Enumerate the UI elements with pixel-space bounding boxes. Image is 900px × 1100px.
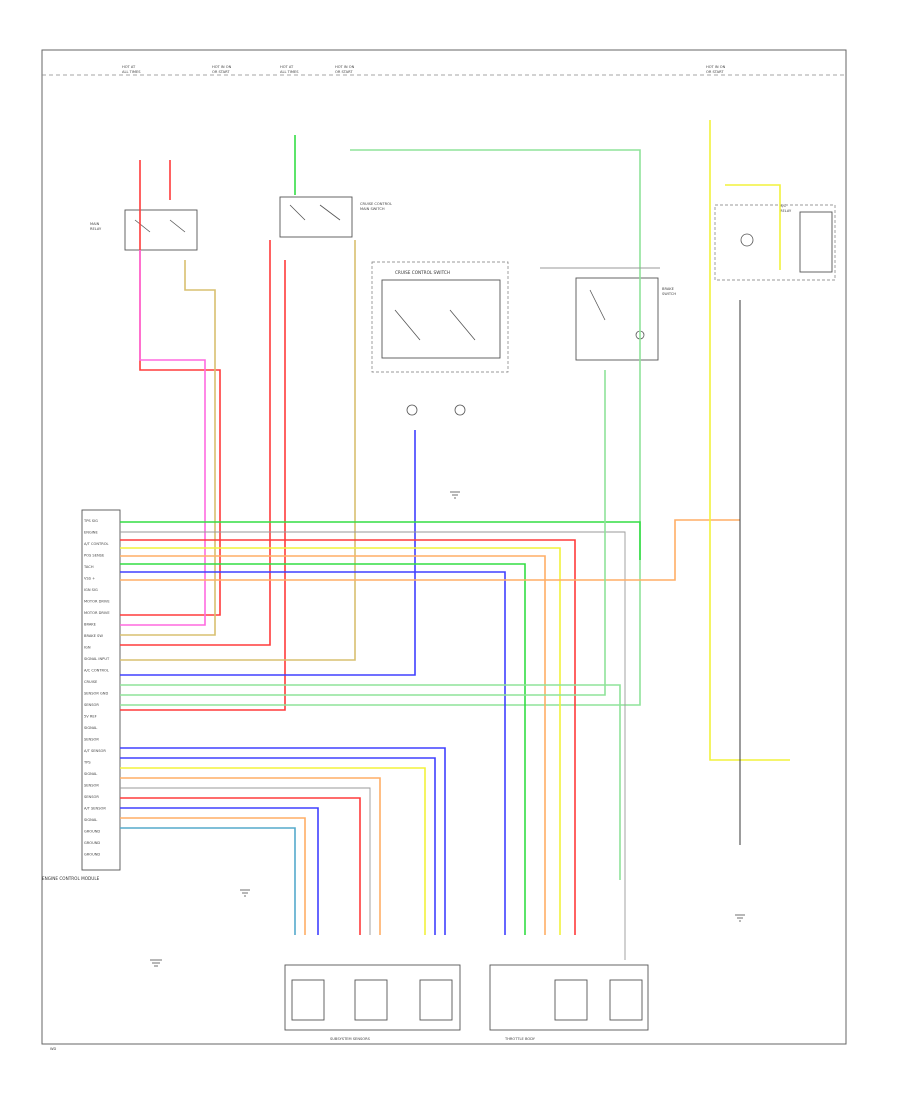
wire-orange [120, 519, 740, 581]
ecm-pin-label: SENSOR [84, 795, 99, 799]
wire-tan [120, 240, 356, 661]
cruise-relay: CRUISE CONTROL MAIN SWITCH [279, 196, 392, 238]
wire-orange [120, 817, 306, 935]
ecm-pin-label: 5V REF [84, 715, 97, 719]
ecm-pin-label: POS SENSE [84, 554, 105, 558]
wire-blue [120, 747, 446, 935]
ecm-pin-label: SIGNAL [84, 726, 97, 730]
ecm-title: ENGINE CONTROL MODULE [42, 876, 100, 881]
ecm-pin-label: ENGINE [84, 531, 98, 535]
ecm-pin-labels: TPS SIG ENGINE A/T CONTROL POS SENSE TACH VSS… [83, 519, 110, 857]
cruise-switch-title: CRUISE CONTROL SWITCH [395, 270, 450, 275]
svg-text:MAIN: MAIN [90, 222, 100, 226]
ecm-pin-label: SIGNAL [84, 772, 97, 776]
ecm-pin-label: SENSOR [84, 738, 99, 742]
ecm-pin-label: TPS SIG [83, 519, 98, 523]
cruise-control-switch: CRUISE CONTROL SWITCH [371, 261, 509, 416]
svg-text:HOT AT: HOT AT [280, 65, 294, 69]
ecm-pin-label: VSS + [84, 577, 95, 581]
ecm-pin-label: IGN [84, 646, 91, 650]
svg-text:HOT IN ON: HOT IN ON [212, 65, 232, 69]
svg-text:RELAY: RELAY [90, 227, 102, 231]
svg-text:HOT IN ON: HOT IN ON [335, 65, 355, 69]
wire-gray [120, 531, 626, 960]
wire-blue [120, 571, 506, 935]
ecm-pin-label: MOTOR DRIVE [84, 611, 110, 615]
svg-text:BRAKE: BRAKE [662, 287, 675, 291]
ecm-pin-label: SIGNAL INPUT [84, 657, 110, 661]
ecm-pin-label: A/C CONTROL [84, 669, 109, 673]
wire-orange [120, 777, 381, 935]
throttle-body: THROTTLE BODY [489, 964, 649, 1041]
wire-red [120, 240, 271, 646]
svg-text:HOT IN ON: HOT IN ON [706, 65, 726, 69]
ecm-pin-label: A/T SENSOR [84, 749, 106, 753]
ecm-pin-label: MOTOR DRIVE [84, 600, 110, 604]
svg-text:RELAY: RELAY [780, 209, 792, 213]
wire-red [120, 797, 361, 935]
sensor-group: SUBSYSTEM SENSORS [284, 964, 461, 1041]
ecm-pin-label: A/T SENSOR [84, 807, 106, 811]
svg-text:ALL TIMES: ALL TIMES [280, 70, 299, 74]
wire-blue [120, 807, 319, 935]
wire-yellow [120, 767, 426, 935]
svg-text:OR START: OR START [706, 70, 724, 74]
wire-gray [120, 787, 371, 935]
svg-text:A/C: A/C [780, 204, 787, 208]
ecm-pin-label: IGN SIG [84, 588, 98, 592]
ecm-connector: ENGINE CONTROL MODULE [42, 509, 121, 881]
diagram-frame [41, 49, 847, 1045]
footer-code: WD [50, 1047, 57, 1051]
throttle-label: THROTTLE BODY [504, 1037, 536, 1041]
wires [120, 120, 790, 960]
wire-tan [120, 260, 216, 636]
wire-blue [120, 430, 416, 676]
wire-green [120, 563, 526, 935]
wire-red [120, 539, 576, 935]
wire-green [120, 521, 641, 560]
svg-text:SWITCH: SWITCH [662, 292, 676, 296]
ecm-pin-label: BRAKE [84, 623, 97, 627]
wire-teal [120, 827, 296, 935]
svg-text:OR START: OR START [212, 70, 230, 74]
ecm-pin-label: SENSOR [84, 703, 99, 707]
wire-red [120, 260, 286, 711]
ecm-pin-label: SENSOR GND [84, 692, 108, 696]
svg-text:ALL TIMES: ALL TIMES [122, 70, 141, 74]
ecm-pin-label: SIGNAL [84, 818, 97, 822]
ecm-pin-label: TPS [83, 761, 91, 765]
ecm-pin-label: TACH [83, 565, 94, 569]
wire-orange [120, 555, 546, 935]
wire-lightgreen [120, 684, 621, 880]
ground-symbols [150, 491, 745, 967]
wire-blue [120, 757, 436, 935]
ecm-pin-label: SENSOR [84, 784, 99, 788]
svg-text:MAIN SWITCH: MAIN SWITCH [360, 207, 385, 211]
ecm-pin-label: GROUND [84, 830, 100, 834]
ecm-pin-label: A/T CONTROL [84, 542, 109, 546]
wire-yellow [709, 120, 790, 761]
ecm-pin-label: CRUISE [84, 680, 98, 684]
svg-text:SUBSYSTEM SENSORS: SUBSYSTEM SENSORS [330, 1037, 371, 1041]
wire-lightgreen [120, 149, 641, 706]
svg-text:OR START: OR START [335, 70, 353, 74]
wire-lightgreen [120, 370, 606, 696]
svg-text:CRUISE CONTROL: CRUISE CONTROL [360, 202, 392, 206]
wire-yellow [120, 547, 561, 935]
ecm-pin-label: BRAKE SW [84, 634, 103, 638]
ecm-pin-label: GROUND [84, 853, 100, 857]
wire-pink [120, 250, 206, 626]
wire-yellow [725, 184, 781, 270]
ecm-pin-label: GROUND [84, 841, 100, 845]
svg-text:HOT AT: HOT AT [122, 65, 136, 69]
